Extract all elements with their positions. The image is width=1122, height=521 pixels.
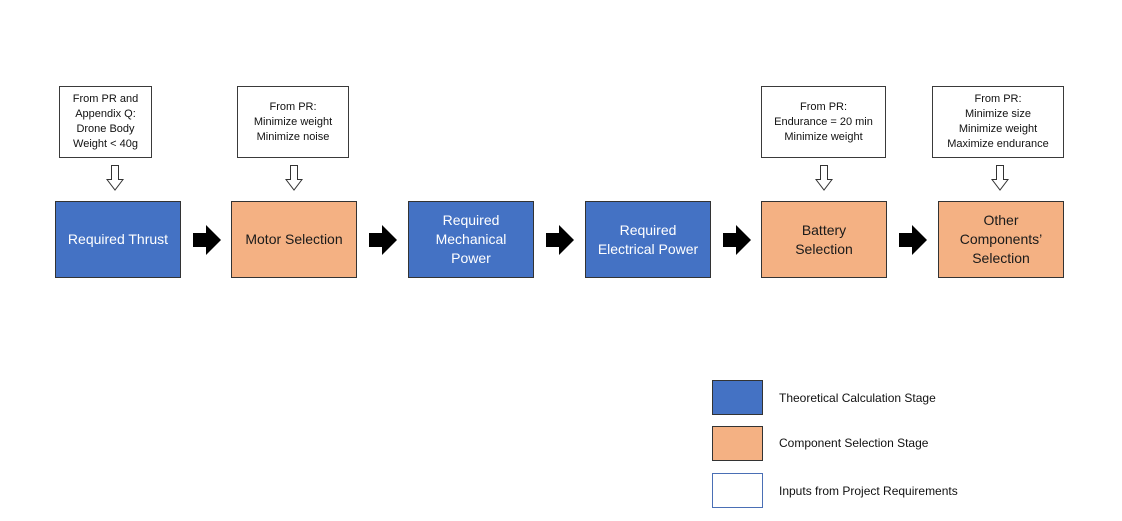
input-box-battery: From PR: Endurance = 20 min Minimize wei…: [761, 86, 886, 158]
stage-required-thrust: Required Thrust: [55, 201, 181, 278]
input-line: Endurance = 20 min: [774, 115, 873, 128]
stage-label: Electrical Power: [597, 240, 699, 257]
down-arrow-icon: [285, 165, 303, 191]
stage-label: Mechanical: [435, 231, 507, 247]
input-line: Minimize size: [964, 108, 1031, 120]
input-line: Minimize weight: [784, 130, 863, 143]
stage-label: Required Thrust: [67, 231, 169, 247]
stage-motor-selection: Motor Selection: [231, 201, 357, 278]
legend-swatch-theoretical: [712, 380, 763, 415]
input-line: From PR:: [974, 93, 1022, 105]
input-line: Drone Body: [76, 123, 135, 135]
right-arrow-icon: [369, 225, 397, 255]
input-line: Minimize weight: [958, 123, 1038, 135]
input-box-thrust: From PR and Appendix Q: Drone Body Weigh…: [59, 86, 152, 158]
stage-battery-selection: Battery Selection: [761, 201, 887, 278]
legend-swatch-component: [712, 426, 763, 461]
input-line: From PR:: [799, 100, 848, 113]
right-arrow-icon: [546, 225, 574, 255]
stage-label: Selection: [795, 240, 853, 257]
legend-swatch-inputs: [712, 473, 763, 508]
input-line: Appendix Q:: [75, 108, 136, 120]
stage-label: Battery: [801, 221, 847, 238]
stage-label: Components’: [959, 231, 1043, 247]
legend-label-inputs: Inputs from Project Requirements: [779, 484, 958, 498]
input-line: From PR:: [269, 100, 317, 113]
stage-label: Motor Selection: [245, 231, 343, 247]
down-arrow-icon: [991, 165, 1009, 191]
stage-label: Selection: [972, 250, 1030, 266]
input-line: Maximize endurance: [947, 138, 1049, 150]
stage-label: Other: [983, 212, 1019, 228]
legend-label-component: Component Selection Stage: [779, 436, 929, 450]
down-arrow-icon: [815, 165, 833, 191]
stage-required-mechanical-power: Required Mechanical Power: [408, 201, 534, 278]
right-arrow-icon: [193, 225, 221, 255]
stage-label: Required: [442, 212, 500, 228]
input-line: Minimize weight: [253, 115, 333, 128]
stage-other-components-selection: Other Components’ Selection: [938, 201, 1064, 278]
down-arrow-icon: [106, 165, 124, 191]
stage-label: Required: [619, 221, 677, 238]
input-line: Weight < 40g: [73, 138, 138, 150]
input-box-other-components: From PR: Minimize size Minimize weight M…: [932, 86, 1064, 158]
input-line: Minimize noise: [256, 130, 330, 143]
right-arrow-icon: [723, 225, 751, 255]
stage-required-electrical-power: Required Electrical Power: [585, 201, 711, 278]
stage-label: Power: [451, 250, 491, 266]
input-box-motor: From PR: Minimize weight Minimize noise: [237, 86, 349, 158]
right-arrow-icon: [899, 225, 927, 255]
legend-label-theoretical: Theoretical Calculation Stage: [779, 391, 936, 405]
input-line: From PR and: [72, 93, 139, 105]
